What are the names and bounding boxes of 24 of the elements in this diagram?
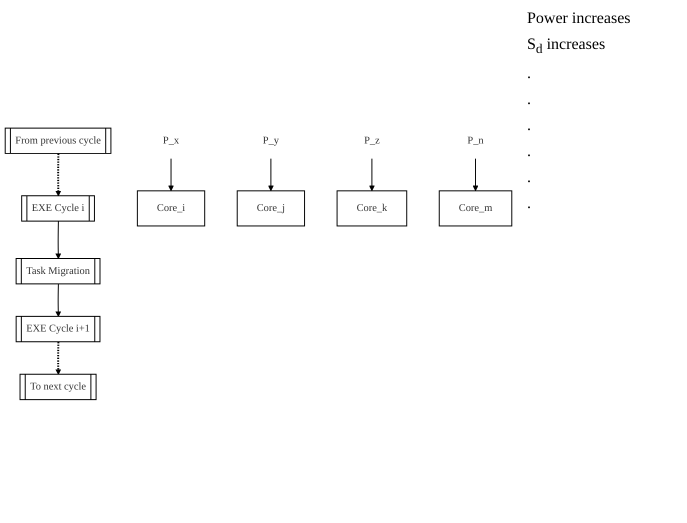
- note-text: Power increases: [527, 10, 632, 28]
- arrow: [55, 342, 62, 375]
- node-box: Core_j: [236, 190, 306, 227]
- note-text: .: [527, 91, 532, 110]
- arrow: [55, 154, 62, 196]
- arrow: [268, 158, 274, 192]
- note-text: S$_{d}$ increases: [527, 36, 606, 58]
- note-text: .: [527, 169, 532, 188]
- arrow: [369, 158, 375, 192]
- node-box: Core_i: [136, 190, 206, 227]
- arrow: [55, 284, 62, 318]
- arrow: [168, 158, 174, 192]
- node-text: P_n: [467, 135, 484, 146]
- arrow: [472, 158, 478, 192]
- note-text: .: [527, 65, 532, 84]
- note-text: .: [527, 143, 532, 162]
- note-text: .: [527, 117, 532, 136]
- node-text: P_y: [262, 135, 279, 146]
- arrow: [55, 221, 62, 260]
- note-text: .: [527, 195, 532, 214]
- node-box: Core_m: [438, 190, 512, 227]
- node-box: Core_k: [336, 190, 408, 227]
- node-text: P_x: [162, 135, 180, 146]
- node-text: P_z: [364, 135, 380, 146]
